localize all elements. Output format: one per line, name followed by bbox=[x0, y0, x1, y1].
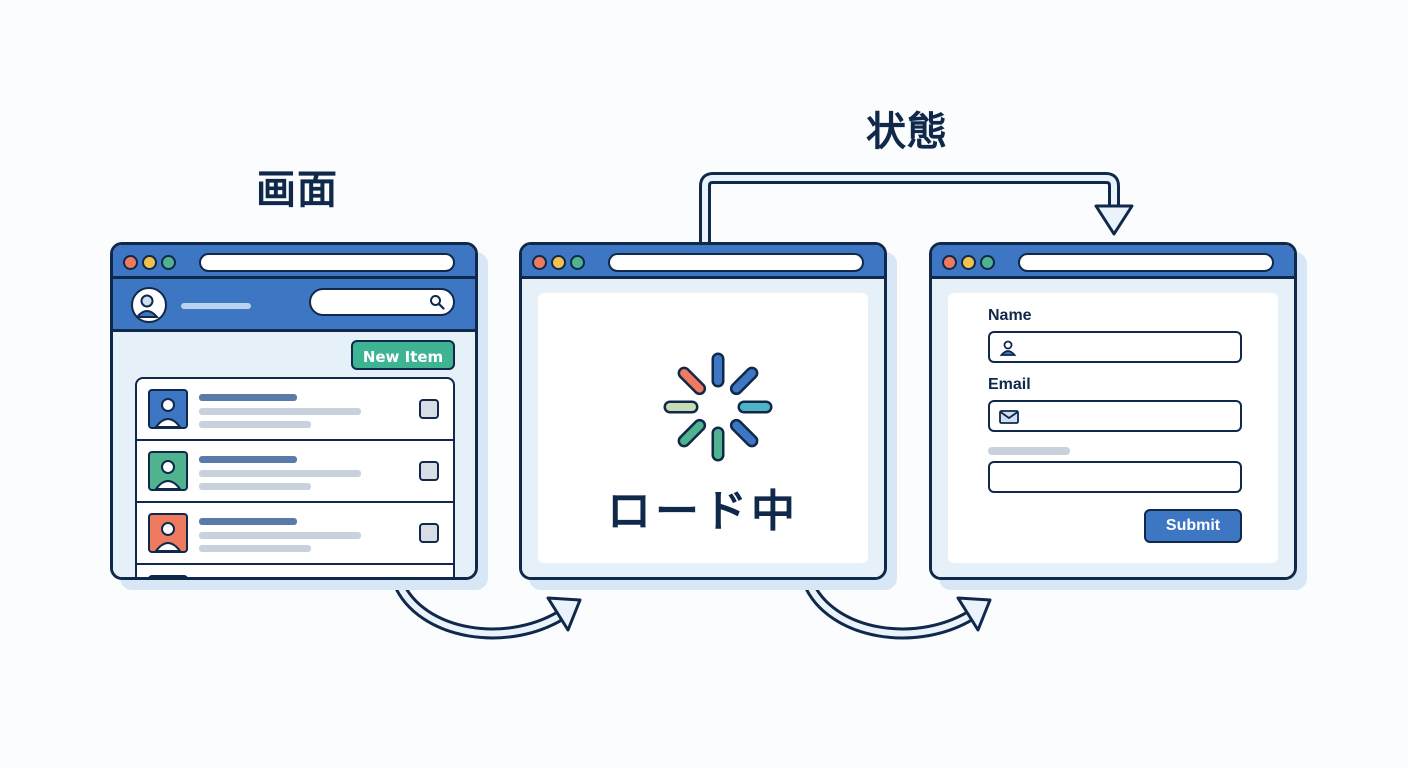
item-text-placeholder bbox=[199, 483, 311, 490]
address-bar[interactable] bbox=[199, 253, 455, 272]
window-titlebar bbox=[113, 245, 475, 279]
list-item[interactable] bbox=[137, 503, 453, 565]
form-screen-window: Name Email Submit bbox=[929, 242, 1297, 580]
address-bar[interactable] bbox=[608, 253, 864, 272]
list-item[interactable] bbox=[137, 441, 453, 503]
maximize-dot[interactable] bbox=[570, 255, 585, 270]
item-text-placeholder bbox=[199, 532, 361, 539]
item-avatar-icon bbox=[148, 575, 188, 577]
email-field[interactable] bbox=[988, 400, 1242, 432]
list-item[interactable] bbox=[137, 379, 453, 441]
mail-icon bbox=[999, 410, 1019, 424]
spinner-segment bbox=[680, 421, 704, 445]
app-header bbox=[113, 279, 475, 332]
item-checkbox[interactable] bbox=[419, 399, 439, 419]
list-item[interactable] bbox=[137, 565, 453, 577]
item-avatar-icon bbox=[148, 389, 188, 429]
close-dot[interactable] bbox=[942, 255, 957, 270]
screen-heading: 画面 bbox=[256, 167, 338, 213]
window-titlebar bbox=[522, 245, 884, 279]
window-titlebar bbox=[932, 245, 1294, 279]
name-label: Name bbox=[988, 307, 1032, 324]
user-icon bbox=[999, 340, 1017, 356]
list-screen-window: New Item bbox=[110, 242, 478, 580]
item-title-placeholder bbox=[199, 518, 297, 525]
search-input[interactable] bbox=[309, 288, 455, 316]
search-icon bbox=[430, 295, 445, 310]
item-list bbox=[135, 377, 455, 577]
name-field[interactable] bbox=[988, 331, 1242, 363]
form-pane: Name Email Submit bbox=[948, 293, 1278, 563]
loading-screen-window: ロード中 bbox=[519, 242, 887, 580]
item-title-placeholder bbox=[199, 456, 297, 463]
list-body: New Item bbox=[113, 332, 475, 577]
item-text-placeholder bbox=[199, 408, 361, 415]
user-avatar-icon[interactable] bbox=[131, 287, 167, 323]
spinner-segment bbox=[732, 421, 756, 445]
text-field[interactable] bbox=[988, 461, 1242, 493]
loading-spinner-icon bbox=[663, 352, 773, 462]
item-avatar-icon bbox=[148, 451, 188, 491]
address-bar[interactable] bbox=[1018, 253, 1274, 272]
minimize-dot[interactable] bbox=[142, 255, 157, 270]
item-title-placeholder bbox=[199, 394, 297, 401]
close-dot[interactable] bbox=[532, 255, 547, 270]
state-heading: 状態 bbox=[866, 109, 948, 155]
header-title-placeholder bbox=[181, 303, 251, 309]
new-item-button[interactable]: New Item bbox=[351, 340, 455, 370]
item-text-placeholder bbox=[199, 545, 311, 552]
state-loop-arrow bbox=[699, 172, 1120, 242]
email-label: Email bbox=[988, 376, 1031, 393]
spinner-segment bbox=[732, 369, 756, 393]
item-avatar-icon bbox=[148, 513, 188, 553]
maximize-dot[interactable] bbox=[980, 255, 995, 270]
loading-label: ロード中 bbox=[607, 486, 799, 537]
minimize-dot[interactable] bbox=[961, 255, 976, 270]
minimize-dot[interactable] bbox=[551, 255, 566, 270]
field-label-placeholder bbox=[988, 447, 1070, 455]
maximize-dot[interactable] bbox=[161, 255, 176, 270]
submit-button[interactable]: Submit bbox=[1144, 509, 1242, 543]
item-checkbox[interactable] bbox=[419, 523, 439, 543]
spinner-segment bbox=[680, 369, 704, 393]
close-dot[interactable] bbox=[123, 255, 138, 270]
item-checkbox[interactable] bbox=[419, 461, 439, 481]
loading-pane: ロード中 bbox=[538, 293, 868, 563]
item-text-placeholder bbox=[199, 421, 311, 428]
item-text-placeholder bbox=[199, 470, 361, 477]
state-loop-arrowhead bbox=[1094, 204, 1134, 236]
